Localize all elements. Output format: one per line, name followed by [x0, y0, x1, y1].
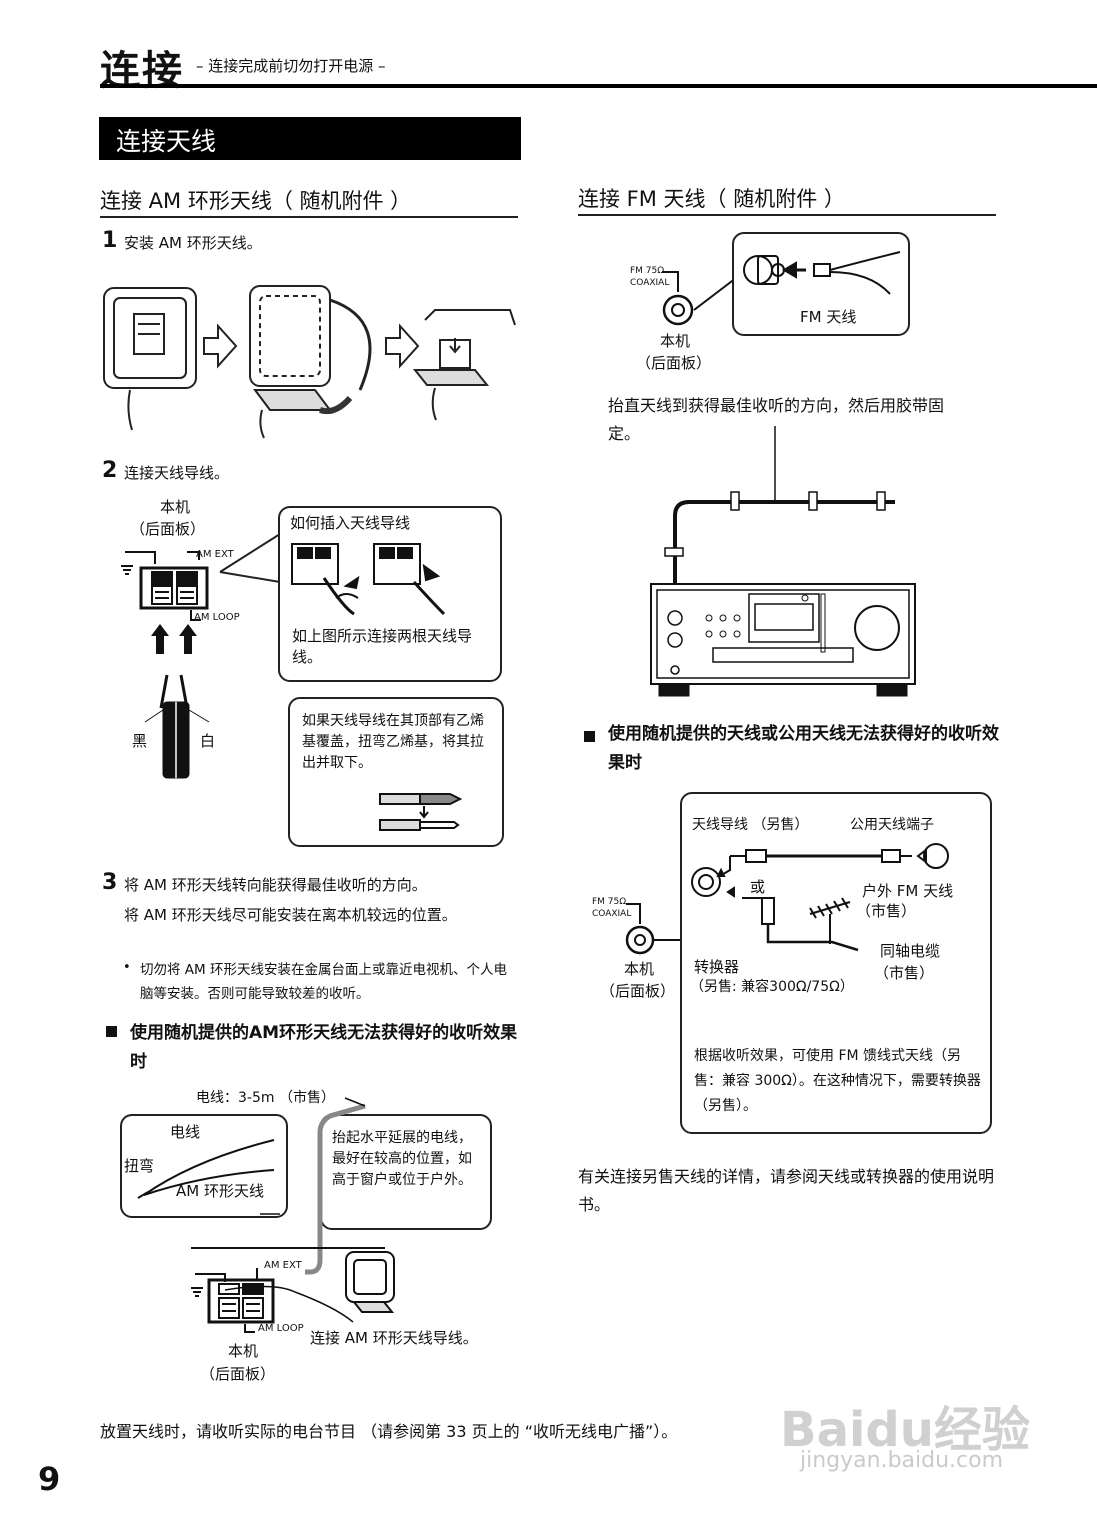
raise-wire-callout: [320, 1114, 492, 1230]
antenna-lead-wires: [159, 674, 190, 779]
step1-number: 1: [102, 228, 118, 253]
vinyl-strip-illustration: [379, 793, 463, 831]
howto-insert-illustration: [291, 543, 446, 616]
loop-antenna-folded: [103, 287, 197, 431]
am-heading-rule: [100, 216, 518, 218]
or-label: 或: [750, 878, 766, 896]
raise-wire-text: 抬起水平延展的电线，最好在较高的位置，如高于窗户或位于户外。: [332, 1130, 472, 1188]
step3-line1: 将 AM 环形天线转向能获得最佳收听的方向。: [124, 876, 427, 894]
am-ext-label: AM EXT: [196, 549, 234, 560]
fm-coax-line2-b: COAXIAL: [592, 909, 632, 919]
wire-length-label: 电线：3-5m （市售）: [196, 1090, 335, 1106]
am-ext-label-2: AM EXT: [264, 1260, 302, 1271]
step3-bullet: 切勿将 AM 环形天线安装在金属台面上或靠近电视机、个人电脑等安装。否则可能导致…: [140, 962, 507, 1002]
fm-coax-jack: [662, 271, 737, 326]
loop-antenna-unfolding: [249, 285, 372, 439]
howto-callout: [278, 506, 502, 682]
header-rule: [100, 84, 1097, 88]
vinyl-note-text: 如果天线导线在其顶部有乙烯基覆盖，扭弯乙烯基，将其拉出并取下。: [302, 713, 484, 771]
wire-word: 电线: [170, 1123, 201, 1141]
connect-loop-text: 连接 AM 环形天线导线。: [310, 1329, 478, 1347]
rear-panel-label-fm-2: （后面板）: [600, 982, 676, 1000]
wire-twist-callout: [120, 1114, 288, 1218]
fm-heading: 连接 FM 天线（ 随机附件 ）: [578, 187, 845, 211]
fm-poor-square: [584, 731, 595, 742]
am-heading: 连接 AM 环形天线（ 随机附件 ）: [100, 189, 412, 213]
converter-spec-label: （另售: 兼容300Ω/75Ω）: [690, 979, 854, 995]
outdoor-antenna-box: [680, 792, 992, 1134]
step2-number: 2: [102, 458, 118, 483]
step3-number: 3: [102, 870, 118, 895]
step2-text: 连接天线导线。: [124, 464, 230, 482]
loop-antenna-standing: [412, 309, 516, 421]
callout-pointer: [219, 533, 281, 583]
step1-text: 安装 AM 环形天线。: [124, 234, 262, 252]
rear-panel-label-am: （后面板）: [130, 520, 206, 538]
am-poor-heading: 使用随机提供的AM环形天线无法获得好的收听效果时: [130, 1023, 518, 1072]
unit-label-am: 本机: [160, 498, 191, 516]
lead-wire-label: 天线导线 （另售）: [692, 817, 809, 833]
fm-coax-jack-2: [625, 903, 680, 955]
page-subtitle: – 连接完成前切勿打开电源 –: [196, 57, 386, 75]
white-wire-label: 白: [200, 732, 216, 750]
watermark-url: jingyan.baidu.com: [800, 1448, 1004, 1473]
outdoor-fm-label: 户外 FM 天线: [862, 882, 954, 900]
stereo-unit-with-antenna: [650, 426, 916, 697]
section-bar: [99, 117, 521, 160]
feeder-antenna-text: 根据收听效果，可使用 FM 馈线式天线（另售：兼容 300Ω）。在这种情况下，需…: [694, 1048, 981, 1114]
outdoor-antenna-wiring: [691, 843, 949, 952]
fm-plug-illustration: [743, 251, 901, 295]
watermark-logo: Baidu经验: [780, 1402, 1030, 1458]
antenna-details-text: 有关连接另售天线的详情，请参阅天线或转换器的使用说明书。: [578, 1167, 995, 1214]
small-loop-antenna-icon: [345, 1251, 395, 1313]
public-terminal-label: 公用天线端子: [850, 817, 934, 833]
am-loop-label-2: AM LOOP: [258, 1323, 304, 1334]
howto-title: 如何插入天线导线: [290, 514, 411, 532]
step3-line2: 将 AM 环形天线尽可能安装在离本机较远的位置。: [124, 906, 457, 924]
stretch-antenna-text: 抬直天线到获得最佳收听的方向，然后用胶带固定。: [608, 396, 945, 443]
sold-label-2: （市售）: [874, 964, 935, 982]
rear-panel-label-am-2: （后面板）: [200, 1365, 276, 1383]
converter-label: 转换器: [694, 958, 740, 976]
wire-twist-illustration: [137, 1139, 275, 1199]
fm-coax-line2: COAXIAL: [630, 278, 670, 288]
fm-antenna-label: FM 天线: [800, 308, 857, 326]
am-poor-square: [106, 1026, 117, 1037]
am-terminal-diagram: [121, 551, 210, 779]
loop-antenna-assembly-illustration: [103, 285, 516, 439]
section-title: 连接天线: [116, 127, 217, 156]
fm-coax-line1: FM 75Ω: [630, 266, 665, 276]
unit-label-fm-2: 本机: [624, 960, 655, 978]
fm-plug-callout: [732, 232, 910, 336]
arrow-right-2: [385, 323, 420, 369]
page-number: 9: [38, 1460, 61, 1498]
fm-coax-line1-b: FM 75Ω: [592, 897, 627, 907]
fm-poor-heading: 使用随机提供的天线或公用天线无法获得好的收听效果时: [608, 724, 999, 773]
extended-wire-diagram: [191, 1097, 385, 1333]
twist-word: 扭弯: [124, 1157, 155, 1175]
insert-arrows: [151, 624, 197, 654]
howto-text: 如上图所示连接两根天线导线。: [292, 627, 473, 666]
bullet-dot: •: [123, 960, 131, 975]
am-loop-label: AM LOOP: [194, 612, 240, 623]
sold-label-1: （市售）: [856, 902, 917, 920]
rear-panel-label-fm: （后面板）: [636, 354, 712, 372]
black-wire-label: 黑: [132, 732, 148, 750]
unit-label-fm: 本机: [660, 332, 691, 350]
fm-heading-rule: [578, 214, 996, 216]
coax-cable-label: 同轴电缆: [880, 942, 941, 960]
placement-note: 放置天线时，请收听实际的电台节目 （请参阅第 33 页上的 “收听无线电广播”）…: [100, 1422, 678, 1441]
unit-label-am-2: 本机: [228, 1342, 259, 1360]
loop-word: AM 环形天线: [176, 1182, 264, 1200]
arrow-right-1: [203, 323, 238, 369]
